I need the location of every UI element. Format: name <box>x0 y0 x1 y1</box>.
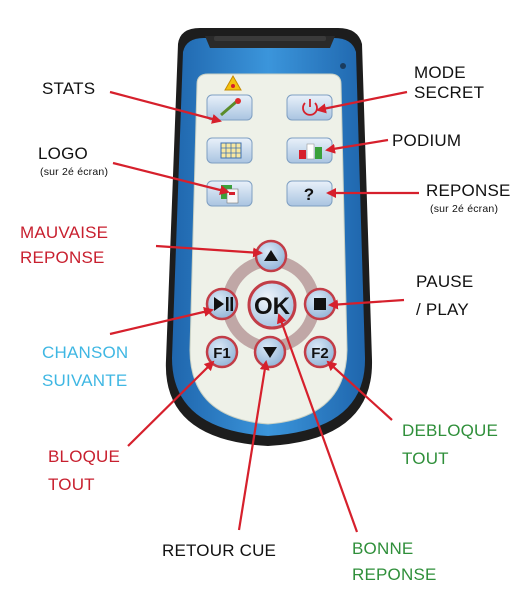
label-pause-line2: / PLAY <box>416 300 469 319</box>
play-pause-icon <box>214 297 233 311</box>
label-mode-secret-line1: MODE <box>414 63 466 82</box>
arrow-mode-secret <box>316 90 408 114</box>
label-debloque-line1: DEBLOQUE <box>402 421 499 440</box>
ok-label: OK <box>254 293 291 320</box>
label-mode-secret-line2: SECRET <box>414 83 485 102</box>
label-mauvaise-line1: MAUVAISE <box>20 223 109 242</box>
label-stats: STATS <box>42 76 95 101</box>
label-chanson-line1: CHANSON <box>42 343 129 362</box>
label-reponse-note: (sur 2é écran) <box>430 203 499 215</box>
arrow-logo <box>112 161 230 195</box>
warning-icon <box>224 74 242 91</box>
label-retour-text: RETOUR CUE <box>162 541 277 560</box>
podium-icon <box>299 143 322 160</box>
label-podium-text: PODIUM <box>392 131 462 150</box>
label-chanson-suivante: CHANSON SUIVANTE <box>42 339 128 395</box>
magic-wand-icon <box>220 98 241 117</box>
f1-label: F1 <box>213 345 231 362</box>
triangle-up-icon <box>264 250 278 261</box>
label-stats-text: STATS <box>42 79 96 98</box>
label-logo: LOGO (sur 2é écran) <box>38 141 108 178</box>
led-indicator <box>340 63 346 69</box>
triangle-down-icon <box>263 347 277 358</box>
label-debloque-line2: TOUT <box>402 449 449 468</box>
label-mode-secret: MODE SECRET <box>414 63 484 103</box>
label-mauvaise-line2: REPONSE <box>20 248 105 267</box>
key-ok[interactable]: OK <box>247 280 297 330</box>
arrow-pause <box>328 298 405 310</box>
label-podium: PODIUM <box>392 128 461 153</box>
key-logo[interactable] <box>206 137 253 164</box>
label-debloque-tout: DEBLOQUE TOUT <box>402 417 498 473</box>
key-f2[interactable]: F2 <box>303 335 337 369</box>
key-logo-second[interactable] <box>206 180 253 207</box>
arrow-bonne <box>277 313 359 533</box>
label-logo-text: LOGO <box>38 144 88 163</box>
arrow-retour <box>237 360 270 531</box>
stop-icon <box>314 298 326 310</box>
f2-label: F2 <box>311 345 329 362</box>
grid-icon <box>220 142 242 159</box>
key-down[interactable] <box>253 335 287 369</box>
arrow-stats <box>109 90 222 124</box>
arrow-chanson <box>109 306 214 336</box>
label-chanson-line2: SUIVANTE <box>42 371 128 390</box>
label-retour-cue: RETOUR CUE <box>162 538 276 563</box>
label-bonne-line2: REPONSE <box>352 565 437 584</box>
label-bonne-reponse: BONNE REPONSE <box>352 536 437 588</box>
callout-arrows <box>109 90 419 533</box>
label-reponse: REPONSE (sur 2é écran) <box>426 178 511 215</box>
label-bloque-line2: TOUT <box>48 475 95 494</box>
label-pause-play: PAUSE / PLAY <box>416 268 473 324</box>
label-pause-line1: PAUSE <box>416 272 474 291</box>
label-logo-note: (sur 2é écran) <box>40 166 109 178</box>
arrow-podium <box>325 138 389 154</box>
label-bloque-line1: BLOQUE <box>48 447 121 466</box>
label-bloque-tout: BLOQUE TOUT <box>48 443 120 499</box>
label-mauvaise-reponse: MAUVAISE REPONSE <box>20 220 108 270</box>
key-up[interactable] <box>254 239 288 273</box>
key-podium[interactable] <box>286 137 333 164</box>
arrow-bloque <box>127 360 215 447</box>
remote-body <box>165 28 373 446</box>
key-f1[interactable]: F1 <box>205 335 239 369</box>
key-stats[interactable] <box>206 94 253 121</box>
key-reponse[interactable]: ? <box>286 180 333 207</box>
arrow-mauvaise <box>155 244 263 258</box>
label-bonne-line1: BONNE <box>352 539 414 558</box>
arrow-debloque <box>326 360 393 421</box>
label-reponse-text: REPONSE <box>426 181 511 200</box>
key-play-pause[interactable] <box>205 287 239 321</box>
help-icon: ? <box>304 185 314 204</box>
